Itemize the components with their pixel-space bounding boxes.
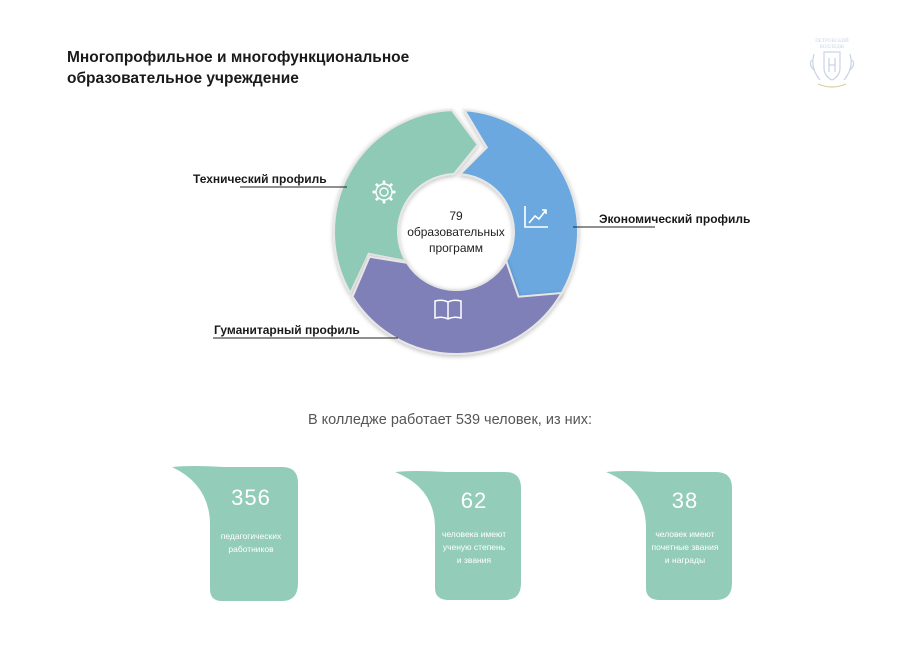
card-desc-line: почетные звания [651,542,719,552]
svg-text:ПЕТРОВСКИЙ: ПЕТРОВСКИЙ [815,38,849,44]
card-description: человека имеют ученую степень и звания [409,528,539,567]
segment-economic [457,109,579,300]
card-shape [606,471,732,600]
gear-icon [372,180,396,204]
chart-icon [524,206,548,228]
card-desc-line: и награды [664,555,706,565]
card-shape [395,471,521,600]
label-technical-profile: Технический профиль [193,172,327,186]
card-value: 62 [460,488,488,513]
title-line-2: образовательное учреждение [67,70,299,87]
segment-technical [333,109,480,296]
card-description: педагогических работников [186,530,316,556]
svg-text:КОЛЛЕДЖ: КОЛЛЕДЖ [820,45,845,50]
center-line-2: программ [428,241,484,255]
title-line-1: Многопрофильное и многофункциональное [67,49,410,66]
stat-card-awards: 38 человек имеют почетные звания и награ… [604,470,734,603]
card-shape [172,466,298,601]
staff-heading: В колледже работает 539 человек, из них: [307,412,593,428]
center-line-1: образовательных [407,225,505,239]
stat-card-degrees: 62 человека имеют ученую степень и звани… [393,470,523,603]
stat-card-teachers: 356 педагогических работников [170,465,300,605]
book-icon [434,299,462,320]
card-value: 38 [671,488,699,513]
college-crest-icon: ПЕТРОВСКИЙ КОЛЛЕДЖ [809,38,855,88]
label-humanitarian-profile: Гуманитарный профиль [214,323,360,337]
card-desc-line: и звания [456,555,492,565]
center-label: 79 образовательных программ [394,208,518,256]
page-title: Многопрофильное и многофункциональное об… [67,47,487,89]
label-economic-profile: Экономический профиль [599,212,751,226]
card-desc-line: человека имеют [441,529,507,539]
card-value: 356 [231,485,271,510]
card-desc-line: человек имеют [655,529,715,539]
card-desc-line: педагогических [220,531,282,541]
card-desc-line: работников [228,544,274,554]
segment-humanitarian [351,255,564,355]
card-desc-line: ученую степень [442,542,506,552]
program-count: 79 [449,209,463,223]
card-description: человек имеют почетные звания и награды [620,528,750,567]
